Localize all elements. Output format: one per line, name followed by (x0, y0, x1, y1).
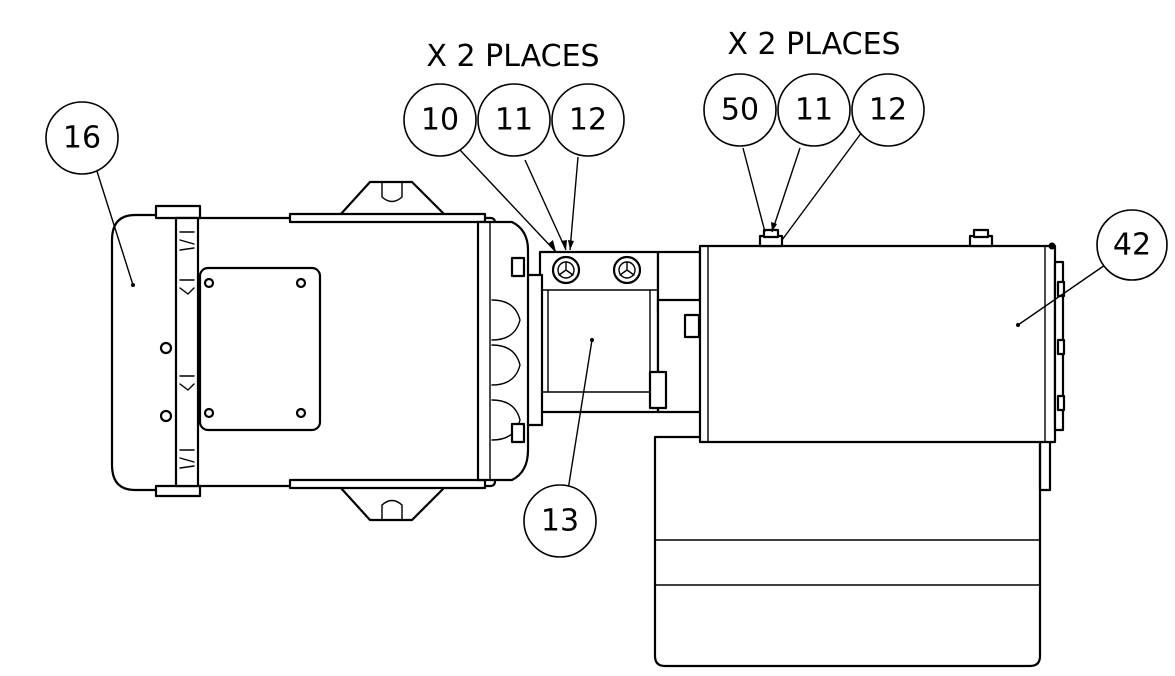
coupling-housing (518, 250, 710, 427)
note-left-x2-places: X 2 PLACES (426, 39, 599, 74)
balloon-42-label: 42 (1113, 228, 1151, 263)
balloon-11-left: 11 (477, 83, 551, 157)
balloon-50: 50 (703, 73, 777, 147)
leaders (94, 127, 1106, 491)
balloon-10-label: 10 (421, 103, 459, 138)
balloon-16: 16 (45, 101, 119, 175)
balloon-11-left-label: 11 (495, 103, 533, 138)
balloon-12-right: 12 (851, 73, 925, 147)
balloon-11-right: 11 (777, 73, 851, 147)
note-right-x2-places: X 2 PLACES (727, 27, 900, 62)
balloon-10: 10 (403, 83, 477, 157)
fan-cover (110, 204, 202, 498)
balloon-13: 13 (523, 484, 597, 558)
balloon-16-label: 16 (63, 121, 101, 156)
balloon-50-label: 50 (721, 93, 759, 128)
balloon-42: 42 (1096, 209, 1168, 281)
balloon-12-right-label: 12 (869, 93, 907, 128)
base-plate (653, 435, 1052, 668)
balloon-13-label: 13 (541, 504, 579, 539)
gear-box (698, 228, 1066, 444)
balloon-12-left-label: 12 (569, 103, 607, 138)
balloon-12-left: 12 (551, 83, 625, 157)
balloon-11-right-label: 11 (795, 93, 833, 128)
motor-body (193, 180, 530, 522)
